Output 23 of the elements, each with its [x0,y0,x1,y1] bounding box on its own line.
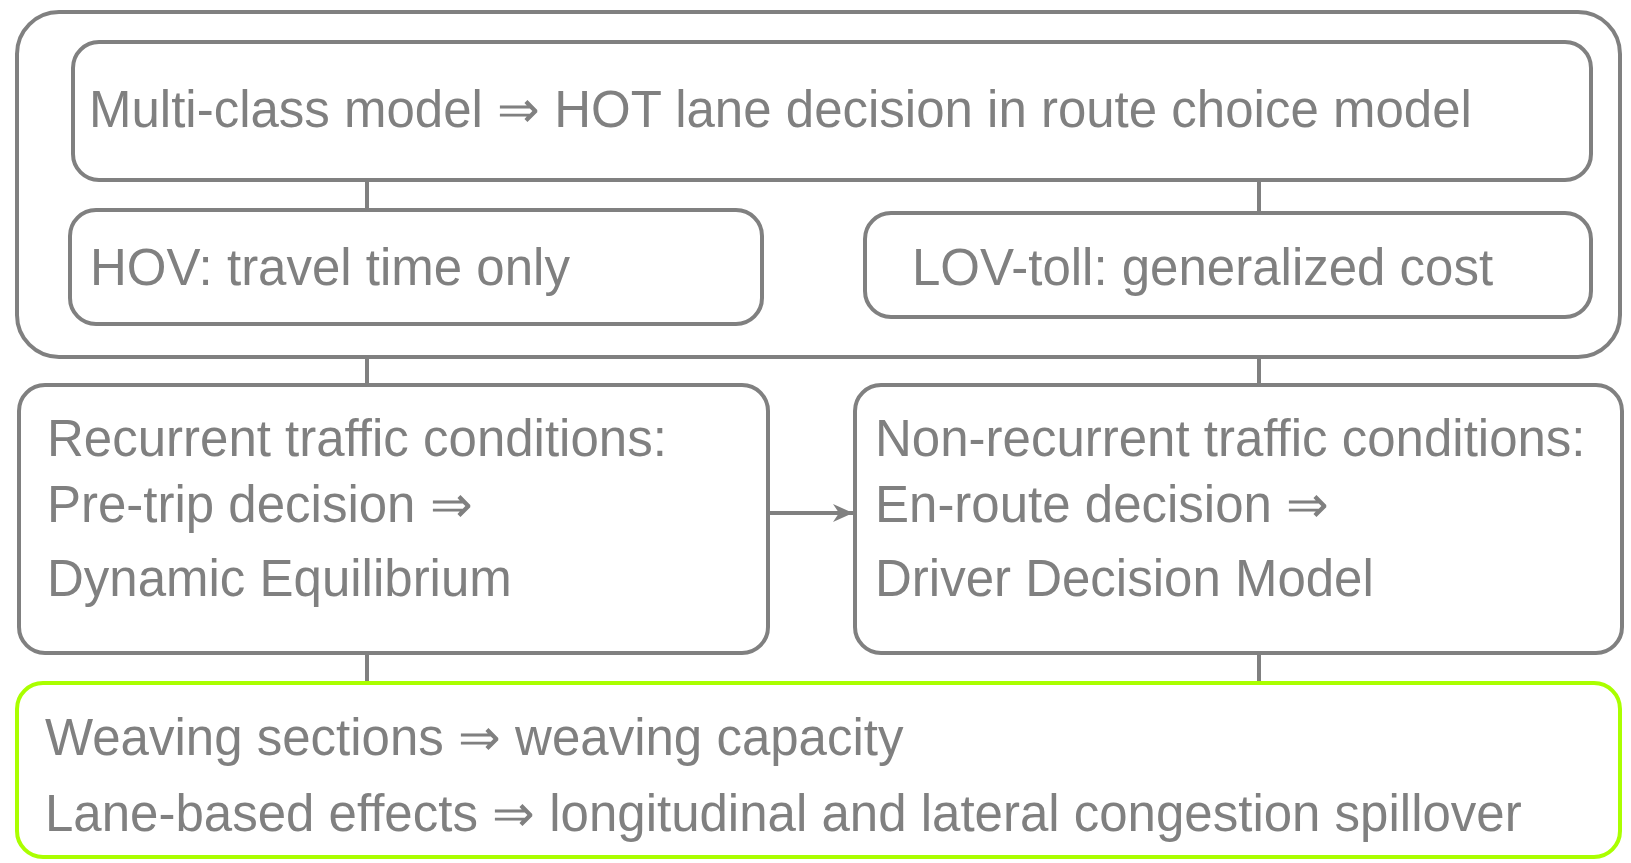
box-text: HOV: travel time only [90,238,570,298]
box-text: En-route decision ⇒ Driver Decision Model [875,475,1375,609]
box-heading: Recurrent traffic conditions: [47,409,667,469]
box-text: Lane-based effects ⇒ longitudinal and lateral congestion spillover [45,784,1522,844]
box-text: LOV-toll: generalized cost [912,238,1494,298]
arrow [770,504,853,522]
connector-line [365,359,369,383]
box-text: Multi-class model ⇒ HOT lane decision in route choice model [89,80,1472,140]
connector-line [1257,182,1261,211]
process-box [68,208,764,326]
process-box [853,383,1624,655]
process-box [863,211,1593,319]
box-text: Pre-trip decision ⇒ Dynamic Equilibrium [47,475,513,609]
process-box [17,383,770,655]
connector-line [365,655,369,681]
connector-line [1257,655,1261,681]
process-box [71,40,1593,182]
connector-line [1257,359,1261,383]
group-box [15,10,1622,359]
box-text: Weaving sections ⇒ weaving capacity [45,708,904,768]
highlight-box [15,681,1622,859]
box-heading: Non-recurrent traffic conditions: [875,409,1586,469]
connector-line [365,182,369,208]
